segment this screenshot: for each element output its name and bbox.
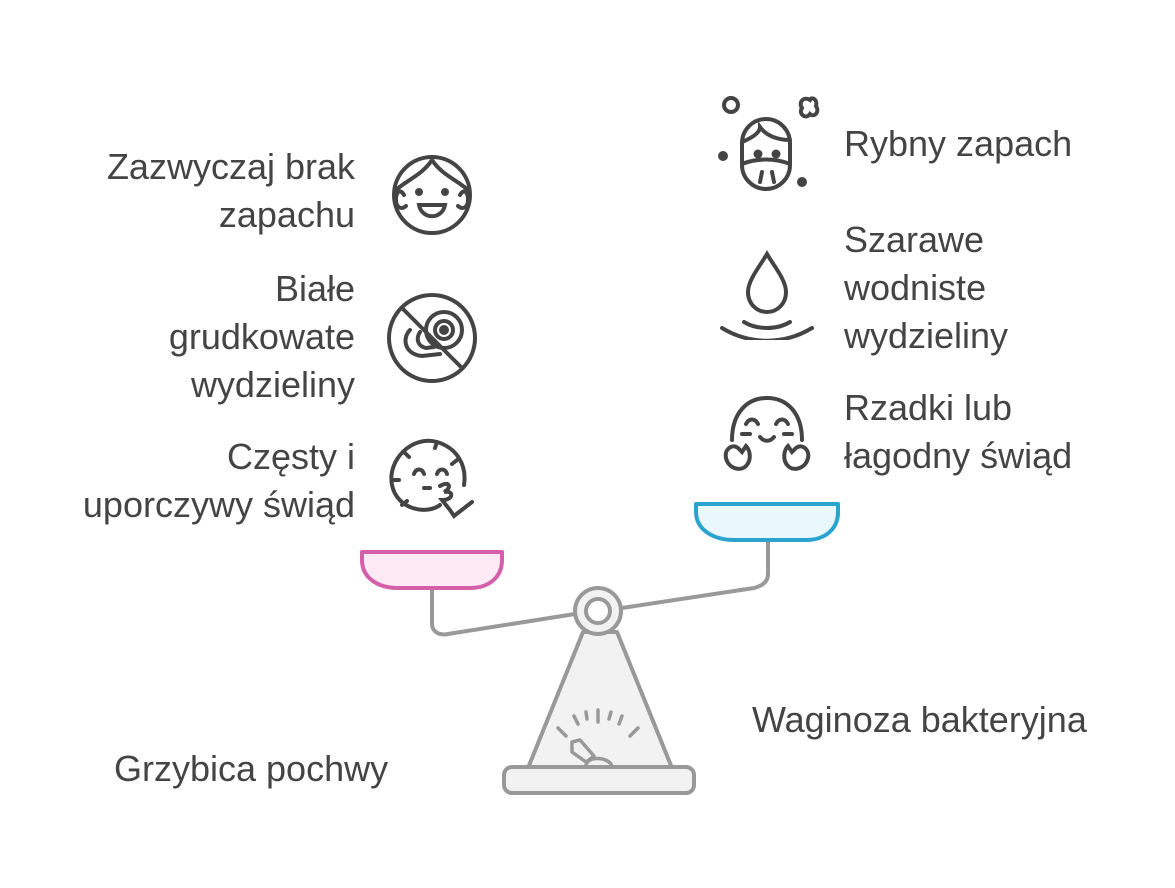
right-item-2-label: Szarawe wodniste wydzieliny: [844, 219, 1009, 356]
left-title: Grzybica pochwy: [114, 748, 389, 789]
right-title: Waginoza bakteryjna: [752, 699, 1087, 740]
right-item-3-label: Rzadki lub łagodny świąd: [844, 387, 1073, 476]
left-item-2-label: Białe grudkowate wydzieliny: [168, 268, 355, 405]
right-item-1-label: Rybny zapach: [844, 123, 1073, 164]
left-pan: [360, 550, 504, 590]
smiling-face-icon: [392, 155, 472, 235]
smelly-face-icon: [718, 96, 820, 191]
itching-face-icon: [389, 438, 474, 519]
water-drop-icon: [720, 250, 814, 340]
left-item-3-label: Częsty i uporczywy świąd: [82, 436, 355, 525]
right-pan: [694, 502, 840, 542]
no-discharge-icon: [387, 293, 477, 383]
mild-itch-face-icon: [723, 395, 811, 471]
left-item-1-label: Zazwyczaj brak zapachu: [106, 146, 355, 235]
